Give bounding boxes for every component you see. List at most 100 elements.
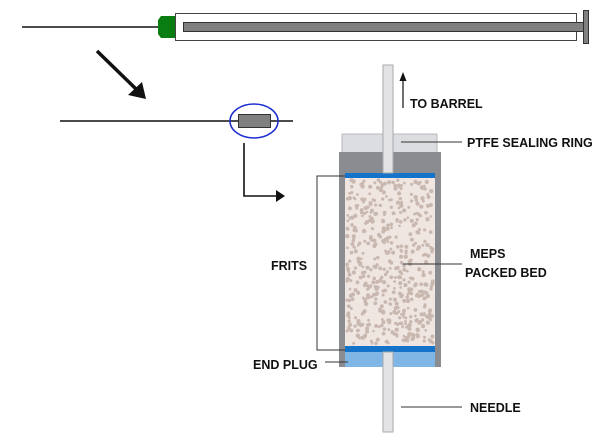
bead: [361, 296, 365, 300]
bead: [417, 289, 422, 294]
bead: [424, 179, 429, 185]
bead: [402, 308, 406, 313]
bead: [350, 191, 354, 195]
bead: [400, 200, 404, 204]
bead: [423, 239, 427, 244]
bead: [409, 320, 413, 324]
bead: [410, 276, 415, 281]
bead: [408, 232, 413, 237]
bead: [422, 324, 426, 328]
bead: [392, 310, 396, 315]
bead: [426, 192, 430, 196]
bead: [381, 310, 386, 315]
bead: [388, 266, 392, 270]
bead: [348, 259, 352, 263]
bead: [348, 322, 353, 327]
bead: [428, 339, 433, 344]
bead: [377, 325, 381, 329]
bead: [430, 314, 434, 318]
bead: [413, 212, 417, 216]
bead: [345, 277, 350, 282]
bead: [375, 279, 380, 284]
bead: [350, 297, 355, 302]
bead: [395, 200, 401, 205]
bead: [348, 192, 351, 195]
bead: [347, 319, 351, 323]
bead: [349, 307, 353, 310]
bead: [429, 245, 433, 250]
needle-lower: [382, 351, 394, 433]
bead: [346, 266, 351, 271]
bead: [393, 306, 398, 311]
bead: [421, 199, 425, 203]
bead: [348, 216, 352, 220]
label-frits: FRITS: [271, 259, 307, 273]
bead: [399, 203, 404, 208]
bead: [374, 297, 378, 301]
bead: [429, 284, 434, 289]
bead: [391, 250, 396, 255]
bead: [360, 335, 365, 340]
bead: [419, 312, 424, 317]
bead: [428, 230, 433, 234]
bead: [398, 281, 403, 286]
bead: [393, 183, 398, 188]
bead: [411, 243, 416, 247]
bead: [397, 206, 401, 210]
bead: [424, 329, 428, 332]
bead: [421, 243, 425, 247]
bead: [407, 259, 412, 264]
bead: [374, 203, 378, 207]
bead: [409, 315, 413, 319]
bead: [430, 250, 434, 254]
bead: [375, 263, 379, 267]
bead: [367, 286, 371, 290]
bead: [372, 276, 377, 281]
bead: [402, 334, 406, 338]
bead: [370, 208, 374, 213]
bead: [413, 283, 418, 288]
bead: [424, 260, 429, 265]
bead: [393, 280, 396, 283]
bead: [388, 297, 392, 301]
bead: [373, 257, 377, 261]
bead: [422, 304, 427, 309]
bead: [398, 210, 403, 215]
bead: [348, 196, 352, 200]
bead: [381, 219, 385, 224]
bead: [369, 268, 373, 272]
bead: [391, 211, 396, 216]
bead: [375, 337, 380, 342]
bead: [400, 313, 403, 316]
bead: [410, 182, 414, 186]
bead: [388, 235, 392, 239]
bead: [376, 255, 380, 260]
bead: [423, 187, 427, 191]
bead: [399, 294, 404, 299]
bead: [395, 332, 399, 336]
bead: [395, 217, 399, 222]
bead: [356, 256, 361, 261]
bead: [415, 201, 420, 206]
bead: [372, 243, 377, 249]
bead: [346, 246, 349, 250]
bead: [368, 192, 372, 196]
bead: [429, 287, 433, 291]
bead: [365, 210, 369, 214]
bead: [347, 206, 352, 211]
bead: [368, 218, 372, 223]
bead: [362, 211, 367, 216]
bead: [350, 292, 356, 297]
bead: [407, 324, 411, 328]
bead: [386, 223, 390, 228]
bead: [359, 182, 363, 186]
bead: [424, 210, 428, 215]
bead: [410, 337, 415, 342]
bead: [430, 334, 435, 339]
bead: [394, 235, 398, 239]
bead: [359, 257, 363, 261]
bead: [411, 223, 416, 228]
plunger-cap: [583, 10, 589, 44]
bead: [389, 275, 394, 280]
bead: [350, 242, 355, 246]
